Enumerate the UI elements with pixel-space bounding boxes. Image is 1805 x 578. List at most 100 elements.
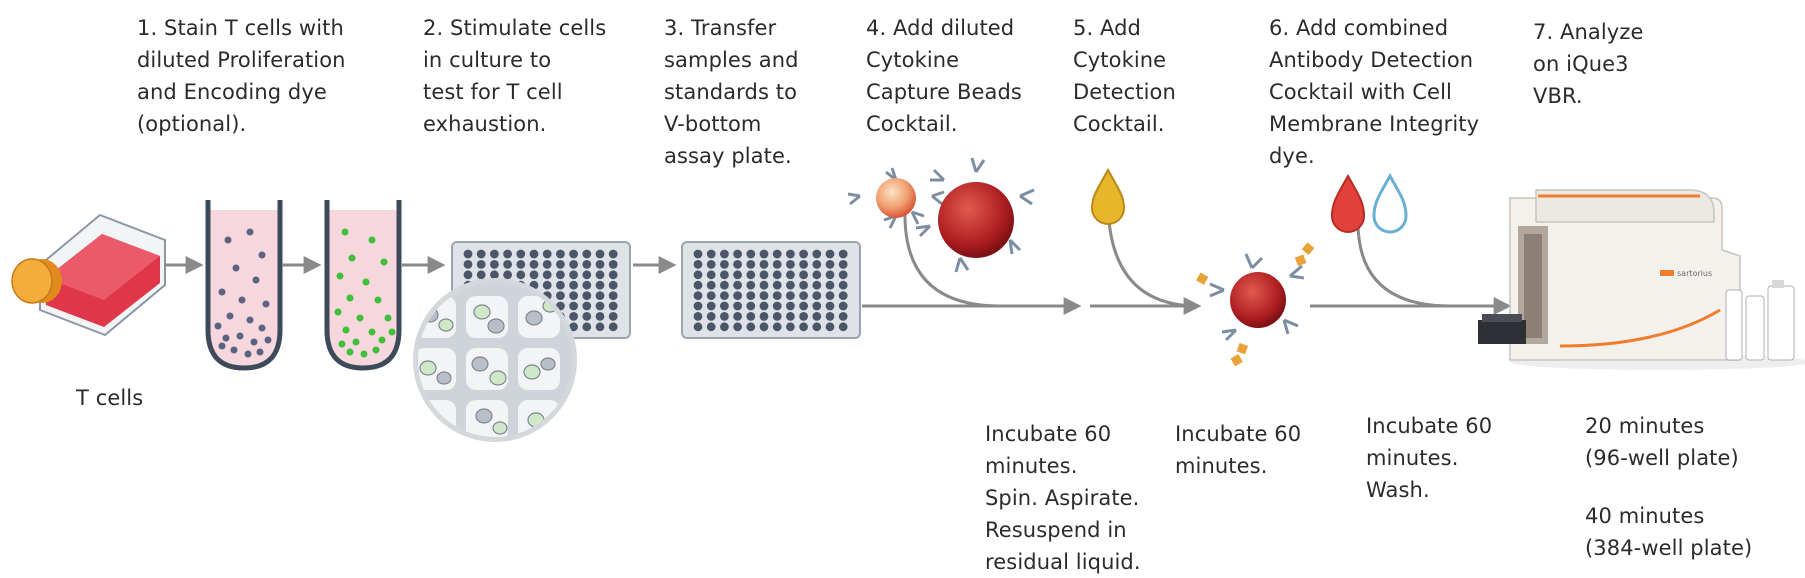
plate-well — [476, 270, 486, 280]
plate-well — [569, 291, 578, 300]
plate-well — [838, 312, 848, 321]
magnified-cells-icon — [413, 278, 577, 442]
plate-well — [503, 270, 512, 280]
plate-well — [582, 249, 592, 259]
plate-well — [569, 260, 578, 269]
plate-well — [569, 249, 578, 259]
plate-well — [786, 291, 795, 300]
plate-well — [733, 280, 742, 290]
plate-well — [812, 291, 822, 300]
antibody-cocktail-drop-icon — [1330, 173, 1366, 233]
plate-well — [569, 280, 578, 290]
plate-well — [556, 260, 565, 269]
membrane-dye-drop-icon — [1372, 172, 1408, 234]
plate-well — [595, 291, 605, 300]
plate-well — [582, 291, 592, 300]
plate-well — [812, 280, 822, 290]
plate-well — [706, 291, 716, 300]
plate-well — [746, 280, 756, 290]
plate-well — [799, 270, 808, 280]
plate-well — [812, 270, 822, 280]
v-bottom-assay-plate-icon — [681, 241, 861, 339]
plate-well — [608, 249, 618, 259]
plate-well — [746, 322, 756, 332]
plate-well — [746, 312, 756, 321]
plate-well — [838, 322, 848, 332]
step-1-label: 1. Stain T cells with diluted Proliferat… — [137, 16, 346, 136]
antibody-addition-curve — [1356, 221, 1451, 308]
plate-well — [693, 301, 703, 311]
plate-well — [838, 291, 848, 300]
plate-well — [825, 280, 835, 290]
culture-flask-icon — [11, 213, 166, 337]
plate-well — [693, 322, 703, 332]
plate-well — [556, 291, 565, 300]
plate-well — [503, 249, 512, 259]
plate-well — [812, 312, 822, 321]
plate-well — [799, 312, 808, 321]
plate-well — [693, 280, 703, 290]
plate-well — [825, 249, 835, 259]
plate-well — [595, 280, 605, 290]
plate-well — [786, 280, 795, 290]
plate-well — [516, 249, 526, 259]
plate-well — [799, 280, 808, 290]
plate-well — [786, 322, 795, 332]
plate-well — [799, 301, 808, 311]
plate-well — [608, 280, 618, 290]
incubation-note-2: Incubate 60 minutes. — [1175, 422, 1302, 478]
plate-well — [759, 270, 769, 280]
plate-well — [720, 291, 729, 300]
plate-well — [799, 260, 808, 269]
plate-well — [733, 312, 742, 321]
plate-well — [812, 260, 822, 269]
plate-well — [569, 322, 578, 332]
plate-well — [490, 270, 499, 280]
plate-well — [720, 322, 729, 332]
plate-well — [529, 260, 539, 269]
step-2-label: 2. Stimulate cells in culture to test fo… — [423, 16, 607, 136]
ique3-instrument-icon: sartorius — [1478, 189, 1805, 370]
plate-well — [786, 249, 795, 259]
plate-well — [825, 312, 835, 321]
plate-well — [838, 249, 848, 259]
plate-well — [733, 301, 742, 311]
plate-well — [759, 322, 769, 332]
plate-well — [463, 270, 473, 280]
plate-well — [812, 322, 822, 332]
plate-well — [582, 270, 592, 280]
plate-well — [556, 280, 565, 290]
plate-well — [772, 301, 782, 311]
plate-well — [772, 312, 782, 321]
step-3-label: 3. Transfer samples and standards to V-b… — [664, 16, 799, 168]
plate-well — [759, 249, 769, 259]
plate-well — [746, 301, 756, 311]
plate-well — [569, 270, 578, 280]
plate-well — [746, 291, 756, 300]
plate-well — [759, 301, 769, 311]
plate-well — [706, 301, 716, 311]
plate-well — [542, 260, 552, 269]
plate-well — [608, 322, 618, 332]
plate-well — [733, 322, 742, 332]
plate-well — [759, 291, 769, 300]
plate-well — [772, 322, 782, 332]
plate-well — [759, 280, 769, 290]
plate-well — [569, 312, 578, 321]
plate-well — [463, 249, 473, 259]
plate-well — [720, 301, 729, 311]
plate-well — [772, 249, 782, 259]
plate-well — [799, 249, 808, 259]
plate-well — [825, 260, 835, 269]
plate-well — [706, 249, 716, 259]
plate-well — [556, 249, 565, 259]
plate-well — [608, 270, 618, 280]
plate-well — [693, 312, 703, 321]
plate-well — [556, 270, 565, 280]
step-4-label: 4. Add diluted Cytokine Capture Beads Co… — [866, 16, 1022, 136]
plate-well — [595, 249, 605, 259]
capture-beads-icon — [847, 157, 1035, 273]
plate-well — [825, 270, 835, 280]
tube-encoding-dye-icon — [324, 200, 402, 371]
analysis-time-96: 20 minutes (96-well plate) — [1585, 414, 1739, 470]
